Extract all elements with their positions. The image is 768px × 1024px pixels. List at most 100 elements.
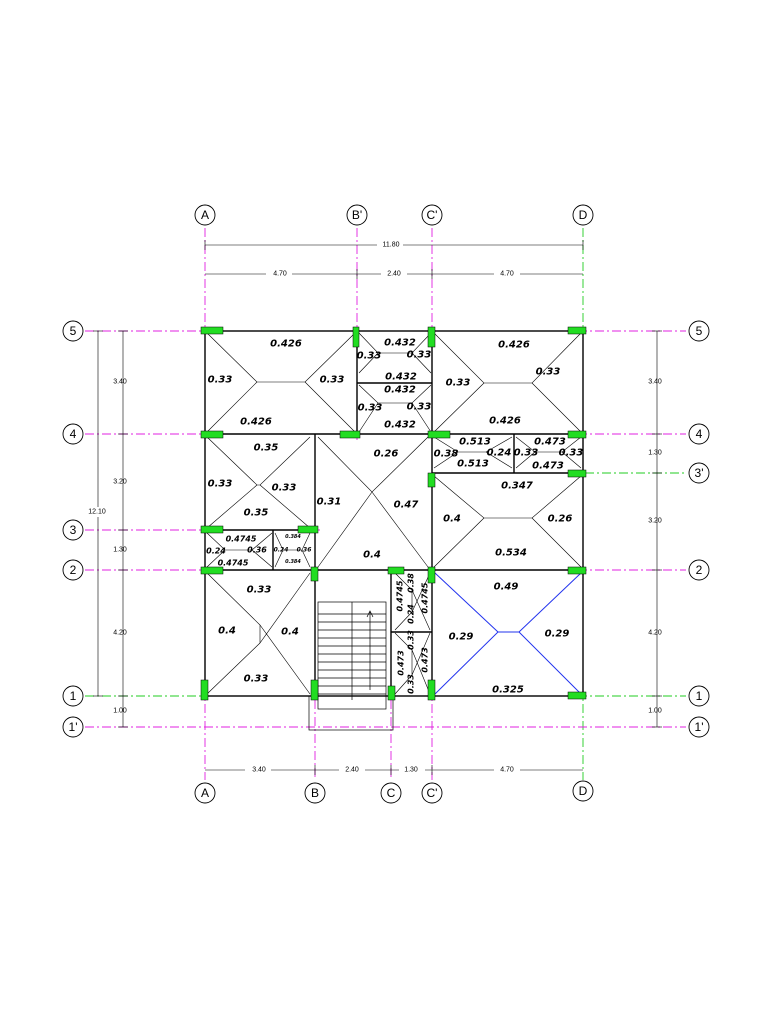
slab-label: 0.38 (407, 573, 416, 593)
slab-label: 0.513 (459, 437, 491, 448)
dim-bottom-4: 4.70 (500, 767, 514, 774)
slab-label: 0.33 (407, 402, 432, 413)
dim-right-4: 4.20 (648, 630, 662, 637)
columns (200, 326, 587, 701)
bubble-left-3: 3 (70, 523, 77, 537)
dim-right-1: 3.40 (648, 379, 662, 386)
bubble-right-3-prime: 3' (695, 466, 704, 480)
slab-label: 0.24 (206, 547, 226, 556)
slab-label: 0.29 (545, 629, 570, 640)
slab-label: 0.384 (285, 559, 301, 565)
slab-label: 0.426 (498, 340, 530, 351)
slab-label: 0.36 (297, 547, 312, 554)
bubble-bottom-b: B (311, 786, 319, 800)
slab-label: 0.384 (285, 534, 301, 540)
slab-label: 0.513 (457, 459, 489, 470)
dim-top-2: 2.40 (387, 271, 401, 278)
dim-right-5: 1.00 (648, 708, 662, 715)
slab-label: 0.4745 (218, 559, 249, 568)
bubble-right-4: 4 (696, 427, 703, 441)
grid-bubbles (62, 204, 710, 804)
slab-label: 0.35 (254, 443, 279, 454)
staircase (317, 601, 387, 710)
slab-label: 0.473 (532, 461, 564, 472)
bubble-right-5: 5 (696, 324, 703, 338)
dim-top-1: 4.70 (273, 271, 287, 278)
slab-label: 0.426 (489, 416, 521, 427)
dim-right-3: 3.20 (648, 518, 662, 525)
slab-label: 0.49 (494, 582, 519, 593)
slab-label: 0.432 (384, 338, 416, 349)
dim-left-3: 1.30 (113, 547, 127, 554)
slab-label: 0.33 (407, 674, 416, 694)
slab-label: 0.33 (446, 378, 471, 389)
slab-label: 0.4 (218, 626, 236, 637)
slab-label: 0.24 (274, 547, 289, 554)
slab-label: 0.26 (374, 449, 399, 460)
slab-label: 0.36 (247, 546, 267, 555)
slab-label: 0.47 (394, 500, 419, 511)
yield-lines-blue (434, 572, 582, 695)
dim-bottom-3: 1.30 (404, 767, 418, 774)
slab-label: 0.426 (240, 417, 272, 428)
slab-label: 0.4 (363, 550, 381, 561)
dim-bottom-1: 3.40 (252, 767, 266, 774)
slab-label: 0.432 (385, 372, 417, 383)
slab-label: 0.4745 (421, 582, 430, 613)
slab-label: 0.325 (492, 685, 524, 696)
slab-label: 0.33 (272, 483, 297, 494)
dim-top-total: 11.80 (383, 242, 400, 249)
dim-left-2: 3.20 (113, 479, 127, 486)
slab-label: 0.24 (487, 448, 512, 459)
bubble-left-1-prime: 1' (69, 720, 78, 734)
slab-label: 0.33 (208, 479, 233, 490)
slab-label: 0.426 (270, 339, 302, 350)
bubble-right-1: 1 (696, 689, 703, 703)
slab-label: 0.473 (534, 437, 566, 448)
bubble-left-5: 5 (70, 324, 77, 338)
slab-label: 0.35 (244, 508, 269, 519)
bubble-top-d: D (579, 208, 588, 222)
bubble-top-a: A (201, 208, 209, 222)
slab-label: 0.432 (384, 420, 416, 431)
slab-label: 0.33 (407, 350, 432, 361)
slab-label: 0.4745 (396, 580, 405, 611)
slab-label: 0.473 (397, 650, 406, 676)
slab-label: 0.4745 (226, 535, 257, 544)
bubble-bottom-d: D (579, 784, 588, 798)
slab-label: 0.33 (320, 375, 345, 386)
slab-label: 0.33 (358, 403, 383, 414)
slab-label: 0.33 (244, 674, 269, 685)
dim-left-1: 3.40 (113, 379, 127, 386)
dim-right-2: 1.30 (648, 450, 662, 457)
grid-bubble-labels: A B' C' D A B C C' D 5 4 3 2 1 1' 5 4 3'… (69, 208, 704, 800)
slab-label: 0.33 (407, 630, 416, 650)
slab-label: 0.33 (247, 585, 272, 596)
dimension-texts: 11.80 4.70 2.40 4.70 3.40 2.40 1.30 4.70… (84, 240, 662, 775)
bubble-left-1: 1 (70, 689, 77, 703)
slab-label: 0.33 (514, 448, 539, 459)
slab-labels: 0.426 0.33 0.33 0.426 0.432 0.33 0.33 0.… (206, 338, 583, 696)
dim-bottom-2: 2.40 (345, 767, 359, 774)
slab-label: 0.347 (501, 481, 533, 492)
slab-label: 0.33 (208, 375, 233, 386)
bubble-left-2: 2 (70, 563, 77, 577)
slab-label: 0.26 (548, 514, 573, 525)
slab-label: 0.4 (443, 514, 461, 525)
dim-top-3: 4.70 (500, 271, 514, 278)
bubble-right-1-prime: 1' (695, 720, 704, 734)
slab-label: 0.31 (317, 497, 342, 508)
dim-left-total: 12.10 (88, 509, 106, 516)
slab-label: 0.534 (495, 548, 527, 559)
slab-label: 0.473 (421, 647, 430, 673)
bubble-bottom-a: A (201, 786, 209, 800)
bubble-top-c-prime: C' (427, 208, 438, 222)
bubble-bottom-c: C (387, 786, 396, 800)
slab-label: 0.24 (407, 604, 416, 624)
bubble-left-4: 4 (70, 427, 77, 441)
bubble-top-b-prime: B' (352, 208, 362, 222)
dim-left-5: 1.00 (113, 708, 127, 715)
yield-lines (206, 332, 582, 695)
bubble-right-2: 2 (696, 563, 703, 577)
slab-label: 0.33 (536, 367, 561, 378)
